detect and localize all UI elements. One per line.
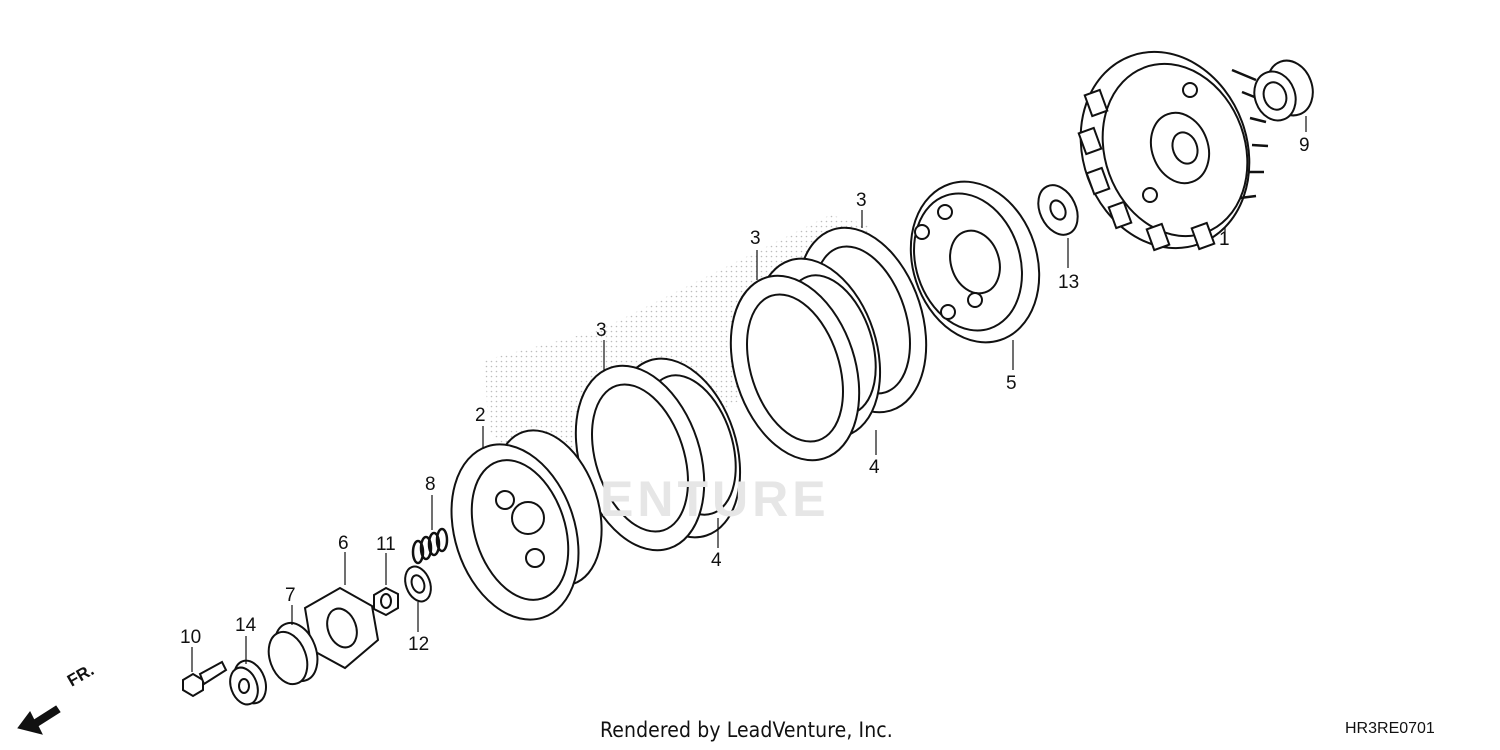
callout-4-b[interactable]: 4: [869, 457, 880, 478]
callout-14[interactable]: 14: [235, 615, 257, 636]
callout-3-c[interactable]: 3: [856, 190, 867, 211]
callout-12[interactable]: 12: [408, 634, 430, 655]
part-14-bearing: [229, 659, 267, 706]
part-3-friction-disc-a: [574, 364, 706, 552]
part-3-friction-disc-b: [729, 274, 861, 462]
part-9-collar: [1253, 59, 1314, 122]
part-8-spring: [411, 527, 449, 565]
part-12-washer: [404, 565, 432, 603]
callout-2[interactable]: 2: [475, 405, 486, 426]
callout-4-a[interactable]: 4: [711, 550, 722, 571]
diagram-code: HR3RE0701: [1345, 720, 1435, 737]
callout-7[interactable]: 7: [285, 585, 296, 606]
callout-5[interactable]: 5: [1006, 373, 1017, 394]
leader-lines: [191, 116, 1307, 672]
callout-3-a[interactable]: 3: [596, 320, 607, 341]
callout-8[interactable]: 8: [425, 474, 436, 495]
callout-9[interactable]: 9: [1299, 135, 1310, 156]
part-2-clutch-center: [450, 429, 603, 621]
part-13-washer: [1037, 184, 1079, 236]
callout-1[interactable]: 1: [1219, 229, 1230, 250]
watermark: ENTURE: [600, 471, 830, 527]
callout-11[interactable]: 11: [376, 534, 396, 555]
callout-6[interactable]: 6: [338, 533, 349, 554]
part-7-bearing-cover: [267, 621, 319, 686]
callout-13[interactable]: 13: [1058, 272, 1080, 293]
part-10-bolt: [182, 660, 228, 698]
callout-10[interactable]: 10: [180, 627, 202, 648]
render-credit: Rendered by LeadVenture, Inc.: [600, 718, 893, 742]
part-1-clutch-outer: [1077, 50, 1269, 252]
callout-3-b[interactable]: 3: [750, 228, 761, 249]
front-arrow-icon: [17, 705, 61, 735]
part-5-pressure-plate: [909, 180, 1041, 344]
part-11-nut: [373, 586, 399, 617]
